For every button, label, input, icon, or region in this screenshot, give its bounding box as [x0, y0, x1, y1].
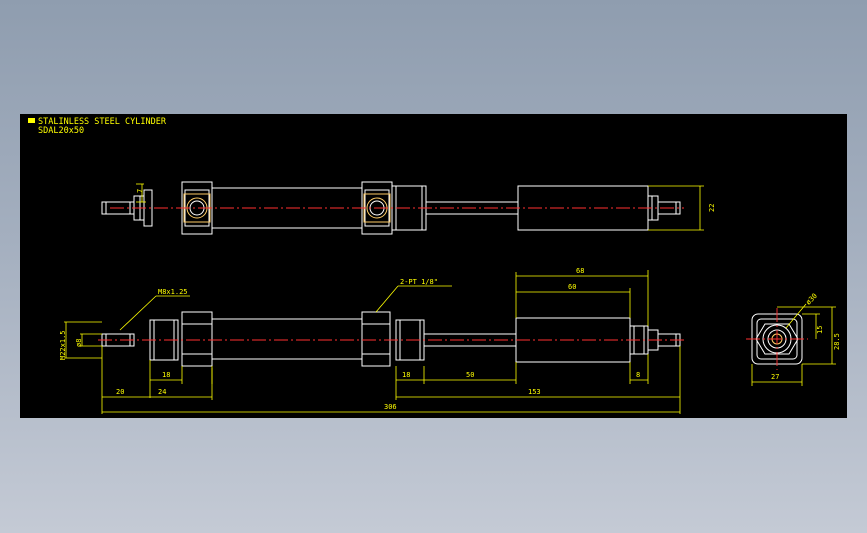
dim-thread-m8: M8x1.25 [158, 288, 188, 296]
end-view: ø30 15 28.5 27 [746, 292, 841, 386]
front-rear-cap [181, 311, 213, 367]
dim-15: 15 [816, 326, 824, 334]
drawing-subtitle: SDAL20x50 [38, 126, 84, 136]
dim-27: 27 [771, 373, 779, 381]
front-view: M8x1.25 2-PT 1/8" M22x1.5 ø8 68 60 [59, 267, 684, 414]
dim-8: 8 [636, 371, 640, 379]
dim-18-front: 18 [402, 371, 410, 379]
dim-18-rear: 18 [162, 371, 170, 379]
dim-phi8: ø8 [75, 339, 83, 347]
cad-drawing: STALINLESS STEEL CYLINDER SDAL20x50 [28, 117, 841, 414]
dim-top-22: 22 [708, 204, 716, 212]
dim-28-5: 28.5 [833, 333, 841, 350]
dim-24: 24 [158, 388, 166, 396]
drawing-panel: STALINLESS STEEL CYLINDER SDAL20x50 [20, 114, 847, 418]
dim-60: 60 [568, 283, 576, 291]
front-barrel [211, 318, 363, 360]
title-marker [28, 118, 35, 123]
drawing-title: STALINLESS STEEL CYLINDER [38, 117, 167, 127]
dim-phi30: ø30 [804, 292, 819, 307]
front-front-cap [361, 311, 391, 367]
dim-68: 68 [576, 267, 584, 275]
dim-m22: M22x1.5 [59, 330, 67, 360]
dim-top-7: 7 [136, 189, 144, 193]
dim-50: 50 [466, 371, 474, 379]
dim-153: 153 [528, 388, 541, 396]
dim-306: 306 [384, 403, 397, 411]
dim-20: 20 [116, 388, 124, 396]
top-view: 7 22 [101, 181, 716, 235]
dim-port: 2-PT 1/8" [400, 278, 438, 286]
